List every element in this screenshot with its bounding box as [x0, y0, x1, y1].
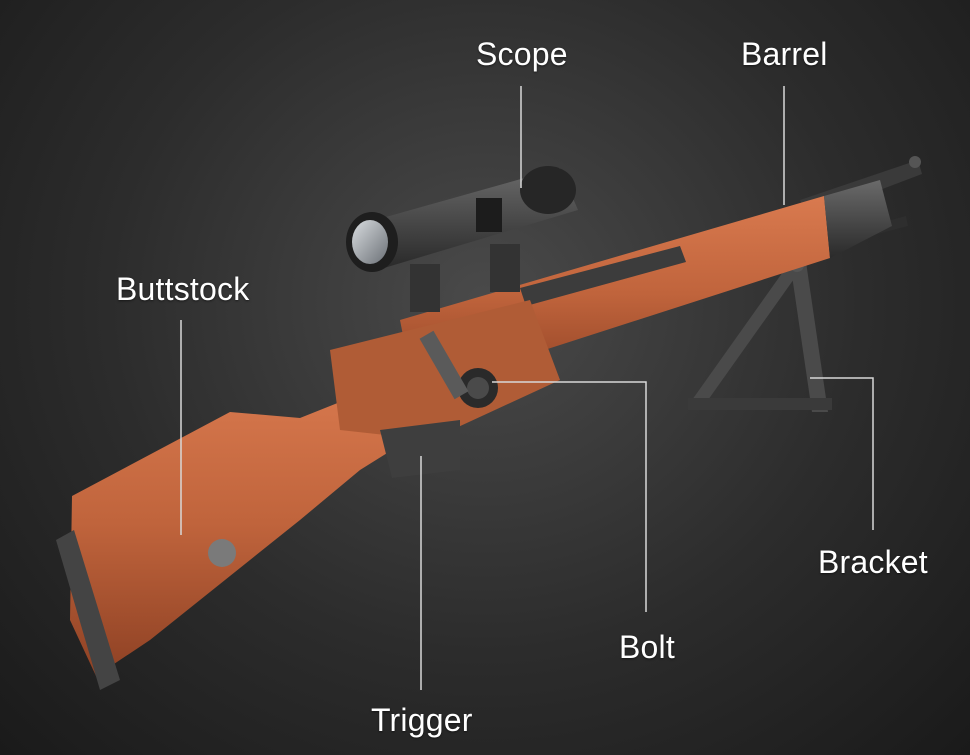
bracket-leader [810, 377, 874, 530]
scope-label: Scope [476, 36, 568, 72]
bracket-label: Bracket [818, 544, 928, 580]
buttstock-body [56, 370, 440, 690]
bolt-leader [492, 381, 647, 612]
buttstock-label: Buttstock [116, 271, 250, 307]
leader-lines [180, 86, 874, 690]
scope-assembly [346, 166, 578, 312]
bipod-bracket [688, 258, 832, 412]
trigger-label: Trigger [371, 702, 473, 738]
barrel-label: Barrel [741, 36, 828, 72]
bolt-label: Bolt [619, 629, 675, 665]
bolt-assembly [419, 330, 498, 408]
